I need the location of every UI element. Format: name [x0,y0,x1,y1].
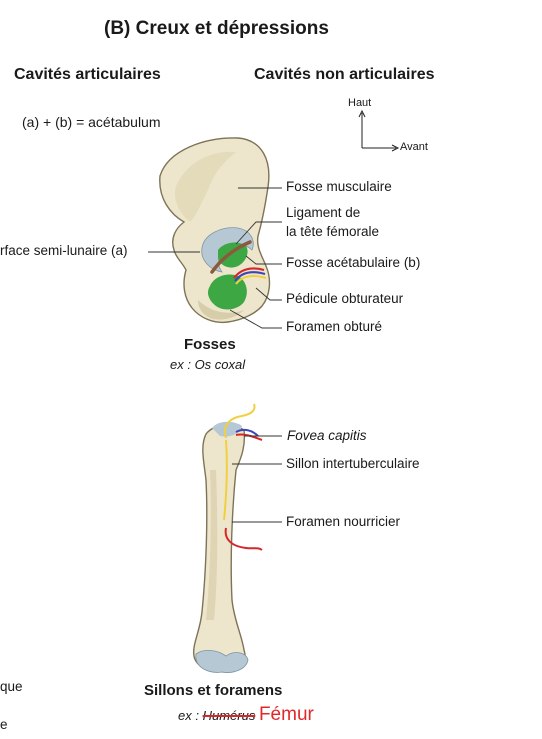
label-ligament-line1: Ligament de [286,205,361,220]
acetabulum-formula: (a) + (b) = acétabulum [22,114,161,130]
femur-caption-example: ex : Humérus Fémur [178,704,314,726]
ligament-shape [210,240,252,274]
orientation-up-label: Haut [348,97,372,109]
column-heading-non-articular: Cavités non articulaires [254,66,435,83]
handwritten-correction-femur: Fémur [258,704,314,725]
label-lunate-surface: rface semi-lunaire (a) [0,243,128,258]
orientation-arrows-icon [358,109,400,152]
hip-caption-title: Fosses [184,336,236,353]
struck-humerus: Humérus [202,708,256,723]
label-acetabular-fossa: Fosse acétabulaire (b) [286,255,421,270]
label-ligament-line2: la tête fémorale [286,224,380,239]
example-prefix: ex : [178,708,203,723]
label-muscle-fossa: Fosse musculaire [286,179,392,194]
femur-leader-lines [232,435,282,523]
label-fovea-capitis: Fovea capitis [287,428,367,443]
label-intertubercular-groove: Sillon intertuberculaire [286,456,420,471]
label-obturator-foramen: Foramen obturé [286,319,383,334]
label-obturator-pedicle: Pédicule obturateur [286,291,404,306]
label-nutrient-foramen: Foramen nourricier [286,514,401,529]
cut-left-text-2: e [0,717,8,732]
femur-shaft-shape [192,424,246,673]
hip-leader-lines [148,187,282,329]
cut-left-text-1: que [0,679,23,694]
hip-caption-example: ex : Os coxal [170,357,246,372]
orientation-forward-label: Avant [400,141,428,153]
column-heading-articular: Cavités articulaires [14,66,161,83]
femur-condyles-shape [195,650,249,673]
page-title: (B) Creux et dépressions [104,18,329,39]
femur-caption-title: Sillons et foramens [144,682,283,699]
femur-illustration [192,403,263,673]
femur-head-cartilage [212,421,242,437]
ischium-shadow [198,300,244,320]
hip-bone-illustration [159,137,271,324]
femur-shaft-shadow [206,470,218,620]
iliac-shadow [174,151,236,222]
